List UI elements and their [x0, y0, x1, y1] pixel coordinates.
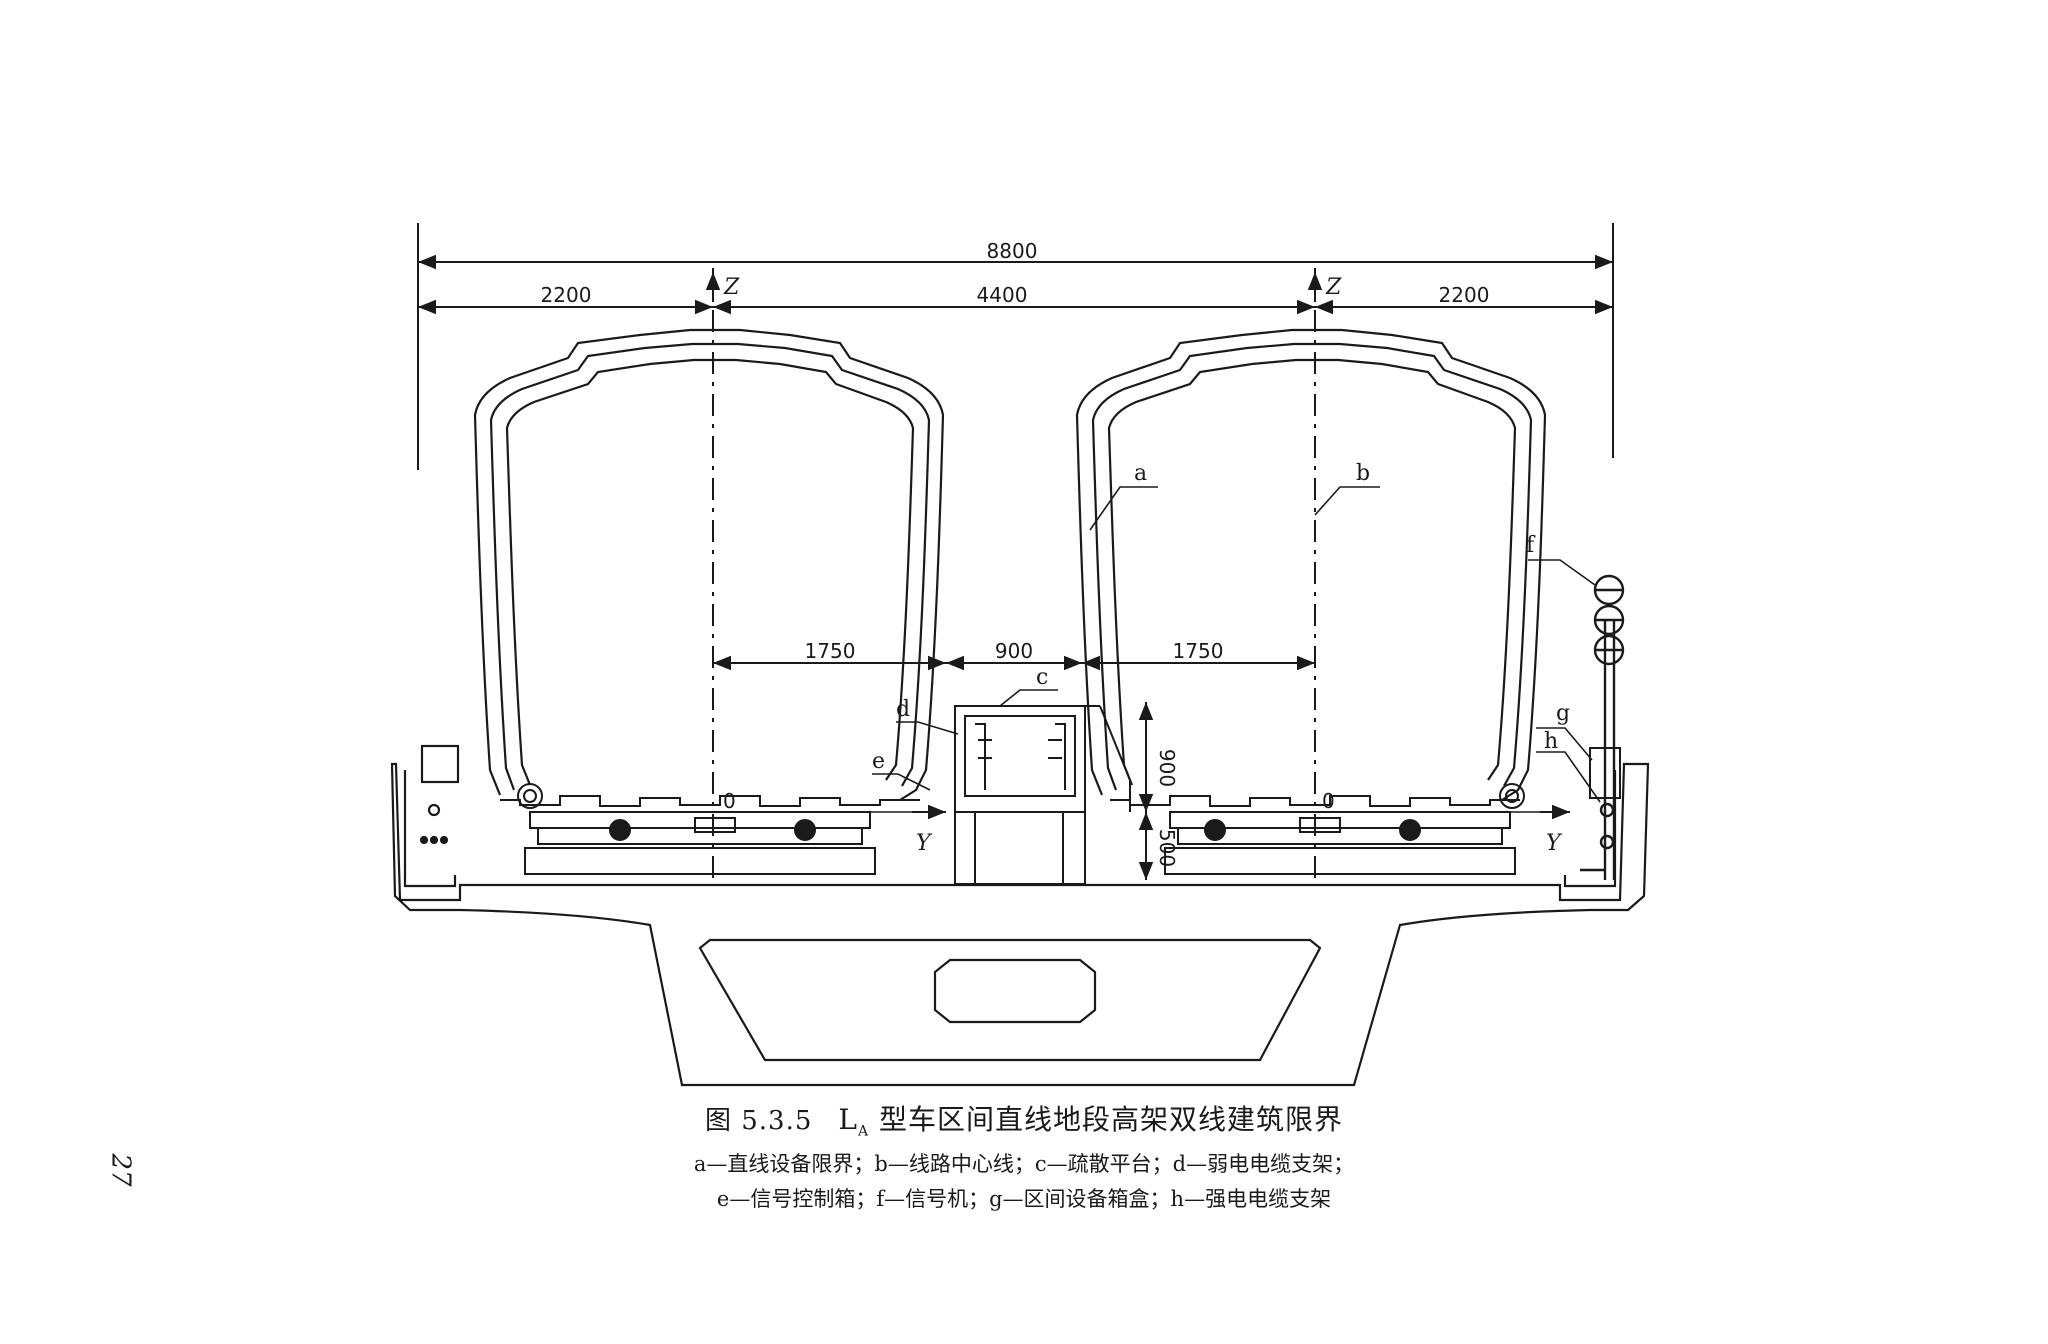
dim-right-clear: 1750 — [1173, 639, 1224, 663]
figure-legend-line-2: e—信号控制箱；f—信号机；g—区间设备箱盒；h—强电电缆支架 — [716, 1187, 1332, 1211]
z-axis-right-label: Z — [1325, 275, 1342, 300]
callout-leaders — [872, 486, 1601, 803]
callout-g-label: g — [1556, 701, 1570, 726]
vehicle-model: LA — [838, 1103, 869, 1140]
evacuation-platform — [954, 705, 1131, 885]
page-number: 27 — [105, 1153, 136, 1187]
callout-a-label: a — [1134, 461, 1147, 486]
bridge-deck — [390, 744, 1650, 1087]
y-axis-right-label: Y — [1546, 831, 1563, 856]
vehicle-model-main: L — [838, 1103, 858, 1136]
track-centerlines — [705, 268, 1570, 880]
dim-overall: 8800 — [987, 239, 1038, 263]
callout-f-label: f — [1526, 533, 1536, 558]
vehicle-model-sub: A — [857, 1123, 870, 1140]
dim-right-half: 2200 — [1439, 283, 1490, 307]
dim-left-half: 2200 — [541, 283, 592, 307]
callout-h-label: h — [1544, 729, 1558, 754]
y-axis-left-label: Y — [916, 831, 933, 856]
callout-d-label: d — [896, 697, 910, 722]
right-clearance-envelope — [1075, 328, 1547, 801]
right-trackbed — [1110, 783, 1525, 875]
figure-number: 图 5.3.5 — [704, 1106, 813, 1136]
callout-b-label: b — [1356, 461, 1370, 486]
dim-center: 4400 — [977, 283, 1028, 307]
dim-platform-width: 900 — [995, 639, 1033, 663]
figure-legend-line-1: a—直线设备限界；b—线路中心线；c—疏散平台；d—弱电电缆支架； — [693, 1152, 1355, 1176]
dim-platform-height: 900 — [1155, 749, 1179, 787]
left-clearance-envelope — [473, 328, 945, 801]
figure-title: 型车区间直线地段高架双线建筑限界 — [869, 1103, 1344, 1136]
callout-c-label: c — [1036, 665, 1048, 690]
left-trackbed — [500, 783, 920, 875]
dimension-lines — [417, 223, 1614, 880]
signal-equipment — [1580, 574, 1625, 880]
figure-caption-title: 图 5.3.5 LA 型车区间直线地段高架双线建筑限界 — [0, 1098, 2048, 1140]
z-axis-left-label: Z — [723, 275, 740, 300]
dim-left-clear: 1750 — [805, 639, 856, 663]
origin-right-label: 0 — [1322, 789, 1335, 813]
origin-left-label: 0 — [723, 789, 736, 813]
callout-e-label: e — [872, 749, 885, 774]
